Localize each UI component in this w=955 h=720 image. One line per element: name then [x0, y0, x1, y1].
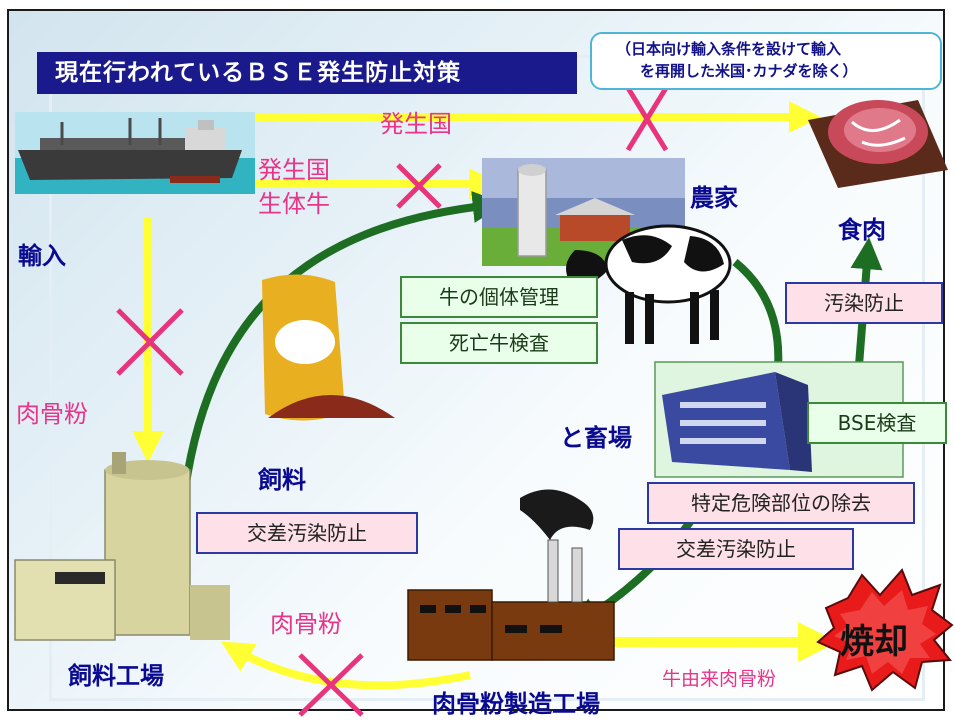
blocked-x-icon [625, 86, 669, 152]
measure-individual-management: 牛の個体管理 [400, 276, 598, 318]
label-feed: 飼料 [258, 466, 306, 494]
measure-bse-test: BSE検査 [807, 402, 947, 444]
flow-label-plant-to-feed-factory: 肉骨粉 [270, 610, 342, 638]
yellow-flows [132, 101, 838, 690]
measure-cross-contamination-feed: 交差汚染防止 [196, 512, 418, 554]
explosion-icon [816, 568, 954, 692]
rendering-plant-icon [407, 489, 615, 661]
label-meat: 食肉 [838, 216, 886, 244]
arrow-plant-to-feed-factory [220, 641, 471, 690]
exemption-note: （日本向け輸入条件を設けて輸入 を再開した米国･カナダを除く） [590, 32, 942, 90]
note-line-1: （日本向け輸入条件を設けて輸入 [616, 40, 842, 58]
cow-icon [566, 224, 732, 344]
feed-factory-icon [14, 452, 230, 641]
measure-srm-removal: 特定危険部位の除去 [647, 482, 915, 524]
label-feed-factory: 飼料工場 [68, 662, 164, 690]
measure-dead-cattle-test: 死亡牛検査 [400, 322, 598, 364]
label-mbm-plant: 肉骨粉製造工場 [432, 690, 600, 718]
flow-label-import-mbm: 肉骨粉 [16, 400, 88, 428]
measure-contamination-prevention: 汚染防止 [785, 282, 943, 324]
blocked-marks [116, 86, 669, 717]
diagram-title: 現在行われているＢＳＥ発生防止対策 [37, 52, 577, 94]
blocked-x-icon [116, 308, 184, 376]
meat-icon [808, 100, 948, 188]
feed-sack-icon [262, 274, 395, 421]
label-import: 輸入 [18, 242, 66, 270]
label-slaughterhouse: と畜場 [560, 424, 632, 452]
blocked-x-icon [298, 653, 364, 717]
flow-label-import-cattle-1: 発生国 [258, 156, 330, 184]
note-line-2: を再開した米国･カナダを除く） [640, 62, 858, 80]
label-incinerate: 焼却 [840, 622, 908, 662]
blocked-x-icon [396, 163, 442, 209]
arrow-farm-to-slaughterhouse [732, 258, 783, 369]
label-farm: 農家 [690, 184, 738, 212]
flow-label-import-to-meat: 発生国 [380, 110, 452, 138]
flow-label-plant-to-incinerate: 牛由来肉骨粉 [662, 668, 777, 690]
measure-cross-contamination-plant: 交差汚染防止 [618, 528, 854, 570]
cargo-ship-icon [15, 112, 255, 194]
flow-label-import-cattle-2: 生体牛 [258, 190, 330, 218]
